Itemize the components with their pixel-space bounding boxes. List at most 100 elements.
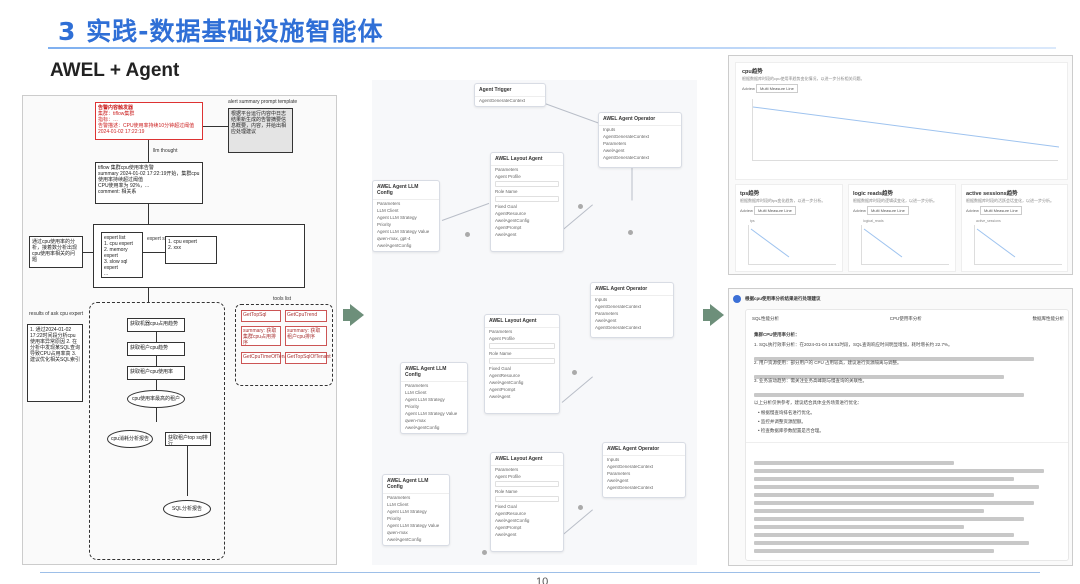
awel-node-operator[interactable]: AWEL Agent Operator Inputs AgentGenerate… (590, 282, 674, 338)
metric-title: logic reads趋势 (853, 191, 894, 197)
expert-list-title: expert list (104, 235, 126, 241)
section-text: 以上分析仅供参考，建议结合具体业务场景进行优化： (754, 400, 862, 405)
awel-node-llm-config[interactable]: AWEL Agent LLM Config Parameters LLM Cli… (400, 362, 468, 434)
section-text: 集群CPU使用率分析： (754, 332, 800, 337)
chart-type-select[interactable]: Multi Measure Line (756, 84, 798, 93)
summary-line: CPU使用率为 92%，... (98, 183, 150, 189)
chart-type-select[interactable]: Multi Measure Line (754, 206, 796, 215)
connector-dot[interactable] (628, 230, 633, 235)
connector-dot[interactable] (578, 505, 583, 510)
awel-node-layout-agent[interactable]: AWEL Layout Agent Parameters Agent Profi… (484, 314, 560, 414)
node-row: AwelAgentConfig (387, 537, 422, 542)
node-title: AWEL Agent LLM Config (401, 363, 467, 382)
connector-dot[interactable] (465, 232, 470, 237)
agent-profile-select[interactable] (495, 481, 559, 487)
node-row: AgentGenerateContext (595, 325, 642, 330)
node-row: Inputs (607, 457, 620, 462)
node-row: AgentGenerateContext (607, 464, 654, 469)
metric-title: tps趋势 (740, 191, 760, 197)
chat-question: 根据cpu使用率分析结果进行处理建议 (745, 296, 821, 301)
node-row: AgentResource (489, 373, 521, 378)
analysis-steps: SQL性能分析 CPU使用率分析 数据库性能分析 (752, 316, 1064, 326)
node-row: Agent Profile (489, 336, 515, 341)
connector-dot[interactable] (578, 204, 583, 209)
role-name-input[interactable] (489, 358, 555, 364)
arrow-right-icon (710, 304, 724, 326)
avatar (733, 295, 741, 303)
node-row: LLM Client (405, 390, 427, 395)
page-number: 10 (536, 576, 549, 584)
node-title: AWEL Agent Operator (599, 113, 681, 126)
edge (561, 376, 593, 403)
node-row: Fixed Goal (495, 504, 517, 509)
summary-line: summary 2024-01-02 17:22:19开始，集群cpu使用率持续… (98, 171, 200, 183)
node-row: Agent LLM Strategy (377, 215, 417, 220)
expert-selection-label: expert selection (147, 236, 182, 242)
node-title: AWEL Layout Agent (485, 315, 559, 328)
metric-desc: 根据数据库时段的逻辑读变化，以进一步分析。 (853, 198, 937, 203)
awel-node-llm-config[interactable]: AWEL Agent LLM Config Parameters LLM Cli… (372, 180, 440, 252)
template-label: alert summary prompt template (228, 99, 298, 105)
chart-type-select[interactable]: Multi Measure Line (867, 206, 909, 215)
step-box: 获取租户top sql排行 (165, 432, 211, 446)
chat-panel: 根据cpu使用率分析结果进行处理建议 SQL性能分析 CPU使用率分析 数据库性… (728, 288, 1073, 566)
alert-line: 告警描述：CPU使用率持续10分钟超过阈值 2024-01-02 17:22:1… (98, 123, 195, 135)
node-row: Role Name (495, 489, 518, 494)
tools-label: tools list (273, 296, 292, 302)
connector (187, 446, 188, 496)
tool-card: summary: 获取租户cpu排序 (285, 326, 327, 346)
blurred-text (754, 368, 1054, 379)
connector (143, 252, 165, 253)
node-row: Parameters (489, 329, 513, 334)
awel-node-llm-config[interactable]: AWEL Agent LLM Config Parameters LLM Cli… (382, 474, 450, 546)
node-row: AwelAgent (495, 232, 517, 237)
section-text: • 检查数据库参数配置是否合理。 (758, 428, 824, 433)
node-row: Priority (377, 222, 392, 227)
connector (156, 332, 157, 342)
chart-type-select[interactable]: Multi Measure Line (980, 206, 1022, 215)
edge (441, 202, 490, 221)
step-tab[interactable]: CPU使用率分析 (889, 316, 922, 321)
node-row: LLM Client (377, 208, 399, 213)
awel-node-operator[interactable]: AWEL Agent Operator Inputs AgentGenerate… (602, 442, 686, 498)
node-title: AWEL Layout Agent (491, 453, 563, 466)
left-note-box: 通过cpu使用率的分析，接着数分析出现cpu使用率相关的问题 (29, 236, 83, 268)
template-box: 根据平台运行内容中日志结果新生成的告警摘要信息概要，内容，并给出相应处理建议 (228, 108, 293, 153)
agent-profile-select[interactable] (495, 181, 559, 187)
step-tab[interactable]: 数据库性能分析 (1032, 316, 1065, 321)
connector (203, 126, 228, 127)
node-row: Agent LLM Strategy Value (405, 411, 458, 416)
awel-node-layout-agent[interactable]: AWEL Layout Agent Parameters Agent Profi… (490, 452, 564, 552)
step-oval: SQL分析报告 (163, 500, 211, 518)
node-row: AwelAgentConfig (489, 380, 524, 385)
step-tab[interactable]: SQL性能分析 (752, 316, 780, 321)
metric-title: active sessions趋势 (966, 191, 1018, 197)
expert-item: 2. xxx (168, 245, 182, 251)
connector-dot[interactable] (572, 370, 577, 375)
node-title: AWEL Agent Operator (591, 283, 673, 296)
step-oval: cpu消耗分析报告 (107, 430, 153, 448)
role-name-input[interactable] (495, 496, 559, 502)
node-row: AgentPrompt (495, 225, 522, 230)
node-row: Role Name (495, 189, 518, 194)
node-row: Parameters (377, 201, 401, 206)
llm-thought-label: llm thought (153, 148, 178, 154)
chat-answer-card: SQL性能分析 CPU使用率分析 数据库性能分析 集群CPU使用率分析： 1. … (745, 309, 1069, 561)
node-row: AwelAgent (489, 394, 511, 399)
node-row: Agent LLM Strategy Value (387, 523, 440, 528)
node-row: AwelAgent (495, 532, 517, 537)
awel-node-trigger[interactable]: Agent Trigger AgentGenerateContext (474, 83, 546, 107)
awel-flow-panel: Agent Trigger AgentGenerateContext AWEL … (372, 80, 697, 565)
node-row: AgentGenerateContext (603, 134, 650, 139)
role-name-input[interactable] (495, 196, 559, 202)
node-row: Fixed Goal (495, 204, 517, 209)
node-row: qwen-max (387, 530, 408, 535)
connector (148, 288, 149, 302)
connector-dot[interactable] (482, 550, 487, 555)
node-row: AwelAgent (595, 318, 617, 323)
awel-node-layout-agent[interactable]: AWEL Layout Agent Parameters Agent Profi… (490, 152, 564, 252)
agent-profile-select[interactable] (489, 343, 555, 349)
alert-box: 告警内容触发器 集群：tiflow集群 指标：… 告警描述：CPU使用率持续10… (95, 102, 203, 140)
awel-node-operator[interactable]: AWEL Agent Operator Inputs AgentGenerate… (598, 112, 682, 168)
